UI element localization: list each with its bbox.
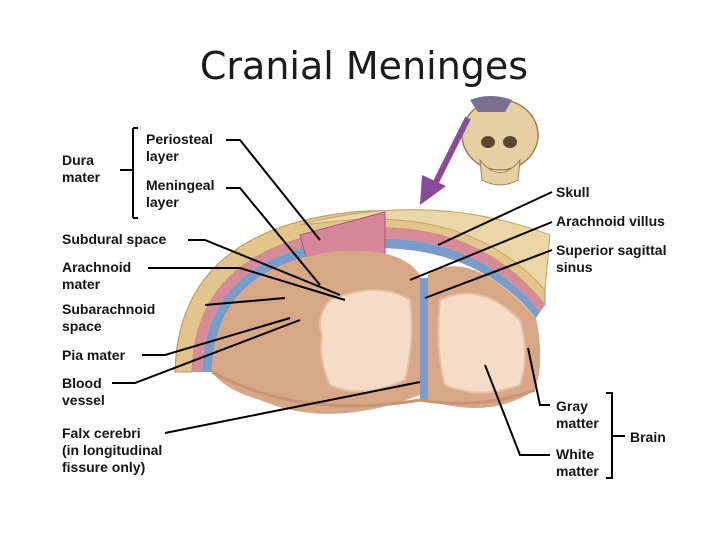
- arrow-icon: [420, 116, 471, 205]
- page-title: Cranial Meninges: [199, 44, 529, 88]
- label-subdural-space: Subdural space: [62, 231, 167, 247]
- skull-icon: [461, 96, 539, 186]
- label-skull: Skull: [556, 184, 590, 200]
- label-falx-cerebri: Falx cerebri (in longitudinal fissure on…: [62, 425, 163, 475]
- label-brain: Brain: [630, 429, 666, 445]
- label-arachnoid-villus: Arachnoid villus: [556, 213, 665, 229]
- label-superior-sagittal-sinus: Superior sagittal sinus: [556, 242, 667, 275]
- leader-lines: [112, 127, 625, 479]
- label-subarachnoid-space: Subarachnoid space: [62, 301, 156, 334]
- front-cut-edge: [211, 370, 536, 408]
- white-matter-left: [318, 289, 413, 393]
- label-pia-mater: Pia mater: [62, 347, 126, 363]
- label-dura-mater: Dura mater: [62, 152, 101, 185]
- white-matter-right: [437, 292, 526, 394]
- label-white-matter: White matter: [556, 446, 599, 479]
- falx-cerebri: [420, 278, 428, 400]
- label-blood-vessel: Blood vessel: [62, 375, 105, 408]
- label-arachnoid-mater: Arachnoid mater: [62, 259, 132, 292]
- label-meningeal-layer: Meningeal layer: [146, 177, 215, 210]
- label-gray-matter: Gray matter: [556, 398, 599, 431]
- skull-top-surface: [299, 209, 551, 292]
- label-periosteal-layer: Periosteal layer: [146, 131, 213, 164]
